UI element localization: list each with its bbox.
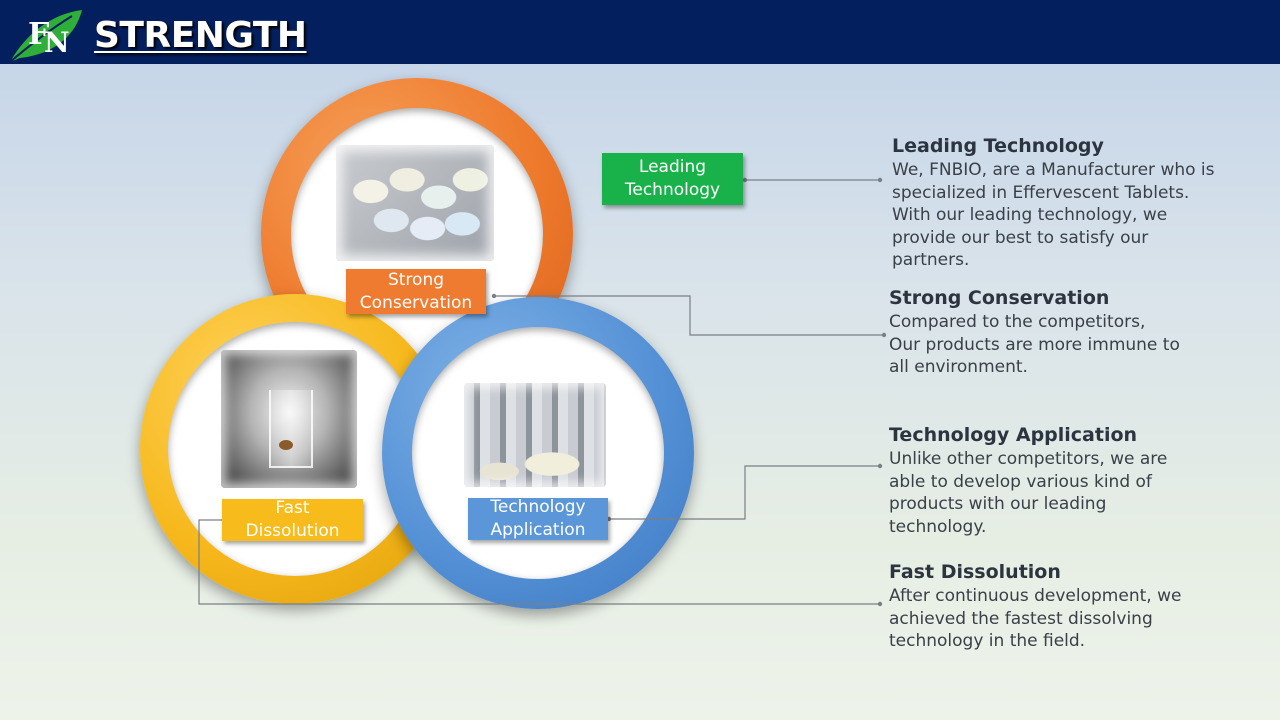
label-line: Dissolution (245, 521, 340, 541)
description-line: technology in the field. (889, 631, 1086, 651)
description-title: Fast Dissolution (889, 561, 1061, 583)
description-line: Our products are more immune to (889, 334, 1180, 355)
connector-dot (881, 332, 887, 338)
connector-dot (877, 601, 883, 607)
description-line: provide our best to satisfy our (892, 227, 1149, 248)
effervescent-tablets-photo (336, 145, 494, 261)
label-strong-conservation: Strong Conservation (346, 269, 486, 314)
description-line: achieved the fastest dissolving (889, 608, 1153, 629)
connector-dot (742, 177, 748, 183)
glass-shape (269, 390, 313, 468)
description-line: partners. (892, 250, 970, 270)
description-fast-dissolution: Fast Dissolution After continuous develo… (889, 559, 1181, 653)
label-fast-dissolution: Fast Dissolution (222, 498, 363, 541)
description-line: Unlike other competitors, we are (889, 449, 1168, 469)
label-line: Strong (387, 269, 445, 290)
description-line: products with our leading (889, 494, 1107, 514)
page-title: STRENGTH (94, 15, 307, 56)
label-line: Technology (490, 497, 586, 517)
label-line: Leading (638, 157, 707, 177)
description-leading-technology: Leading Technology We, FNBIO, are a Manu… (892, 133, 1215, 272)
description-line: all environment. (889, 357, 1028, 377)
tablet-shape (279, 440, 293, 450)
label-line: Technology (624, 180, 721, 200)
description-strong-conservation: Strong Conservation Compared to the comp… (889, 285, 1180, 379)
description-line: technology. (889, 516, 987, 537)
svg-text:F: F (28, 17, 49, 52)
description-title: Leading Technology (892, 135, 1104, 157)
connector-dot (877, 177, 883, 183)
label-technology-application: Technology Application (468, 497, 608, 540)
description-title: Strong Conservation (889, 287, 1110, 309)
fn-leaf-logo-icon: F N (9, 10, 82, 63)
tablet-press-machine-photo (464, 383, 606, 487)
label-line: Conservation (359, 292, 473, 313)
description-line: able to develop various kind of (889, 471, 1152, 492)
description-title: Technology Application (889, 424, 1138, 446)
description-line: After continuous development, we (889, 586, 1182, 606)
description-line: We, FNBIO, are a Manufacturer who is (892, 160, 1215, 180)
description-line: specialized in Effervescent Tablets. (892, 182, 1190, 203)
dissolving-tablet-glass-photo (221, 350, 357, 488)
description-technology-application: Technology Application Unlike other comp… (889, 422, 1167, 538)
description-line: With our leading technology, we (892, 205, 1168, 225)
connector-dot (877, 463, 883, 469)
header-bar: F N STRENGTH (0, 0, 1280, 64)
label-line: Application (490, 520, 586, 540)
svg-text:N: N (44, 26, 70, 59)
label-leading-technology: Leading Technology (602, 153, 743, 205)
label-line: Fast (275, 498, 310, 518)
description-line: Compared to the competitors, (889, 312, 1146, 332)
